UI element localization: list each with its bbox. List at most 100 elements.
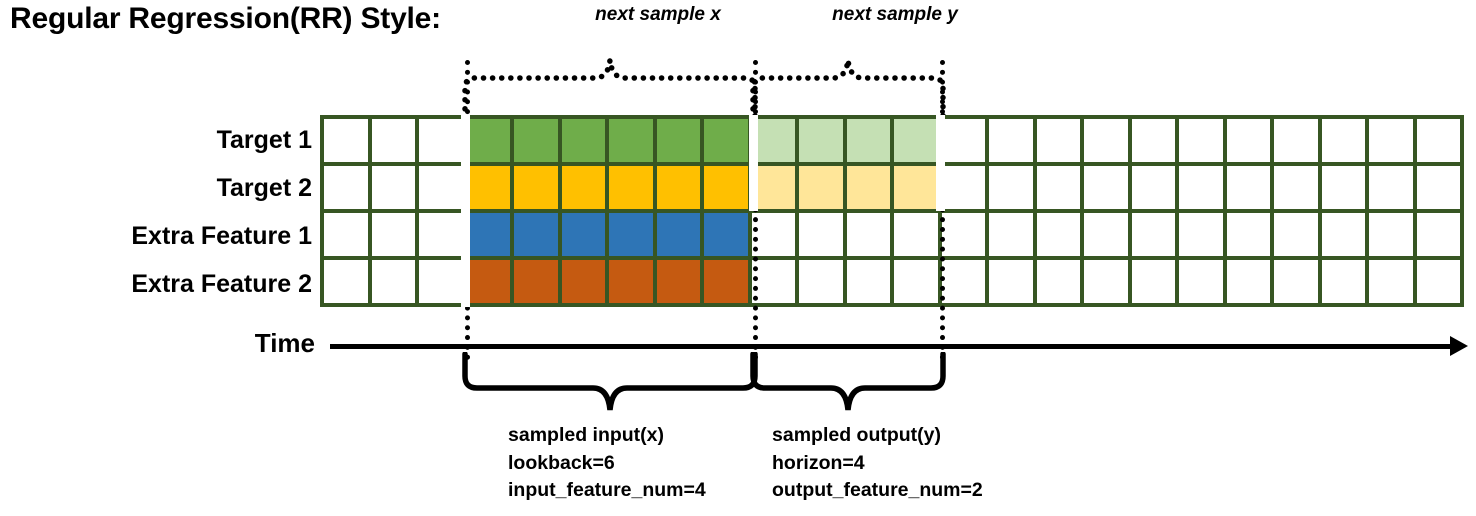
grid-cell-r4-c4 bbox=[466, 260, 510, 303]
grid-cell-r4-c15 bbox=[989, 260, 1033, 303]
sampled-input-brace bbox=[460, 352, 760, 414]
grid-cell-r1-c21 bbox=[1274, 119, 1318, 162]
grid-cell-r3-c5 bbox=[514, 213, 558, 256]
grid-cell-r2-c18 bbox=[1131, 166, 1175, 209]
grid-cell-r4-c11 bbox=[799, 260, 843, 303]
row-label-extra-feature-1: Extra Feature 1 bbox=[131, 222, 312, 250]
grid-cell-r3-c8 bbox=[656, 213, 700, 256]
grid-cell-r2-c6 bbox=[561, 166, 605, 209]
grid-cell-r1-c11 bbox=[799, 119, 843, 162]
grid-cell-r4-c18 bbox=[1131, 260, 1175, 303]
grid-cell-r4-c17 bbox=[1084, 260, 1128, 303]
grid-cell-r1-c16 bbox=[1036, 119, 1080, 162]
grid-cell-r4-c8 bbox=[656, 260, 700, 303]
grid-cell-r3-c21 bbox=[1274, 213, 1318, 256]
grid-cell-r4-c12 bbox=[846, 260, 890, 303]
time-axis-label: Time bbox=[254, 328, 315, 358]
grid-cell-r2-c14 bbox=[941, 166, 985, 209]
grid-cell-r3-c24 bbox=[1416, 213, 1460, 256]
grid-cell-r1-c10 bbox=[751, 119, 795, 162]
grid-cell-r3-c23 bbox=[1369, 213, 1413, 256]
page-title: Regular Regression(RR) Style: bbox=[10, 2, 441, 35]
grid-cell-r4-c1 bbox=[324, 260, 368, 303]
grid-cell-r3-c16 bbox=[1036, 213, 1080, 256]
grid-cell-r3-c4 bbox=[466, 213, 510, 256]
sampled-input-title: sampled input(x) bbox=[508, 424, 665, 446]
grid-cell-r3-c1 bbox=[324, 213, 368, 256]
row-label-target-1: Target 1 bbox=[216, 126, 312, 154]
grid-cell-r4-c10 bbox=[751, 260, 795, 303]
grid-cell-r1-c9 bbox=[704, 119, 748, 162]
grid-cell-r3-c2 bbox=[371, 213, 415, 256]
grid-cell-r3-c14 bbox=[941, 213, 985, 256]
grid-cell-r2-c24 bbox=[1416, 166, 1460, 209]
grid-cell-r4-c5 bbox=[514, 260, 558, 303]
grid-cell-r1-c3 bbox=[419, 119, 463, 162]
grid-cell-r2-c15 bbox=[989, 166, 1033, 209]
grid-cell-r3-c6 bbox=[561, 213, 605, 256]
grid-cell-r2-c7 bbox=[609, 166, 653, 209]
grid-cell-r2-c8 bbox=[656, 166, 700, 209]
grid-cell-r2-c12 bbox=[846, 166, 890, 209]
right-arrow-icon bbox=[1450, 336, 1468, 356]
sampled-output-title: sampled output(y) bbox=[772, 424, 941, 446]
grid-cell-r1-c12 bbox=[846, 119, 890, 162]
grid-cell-r3-c9 bbox=[704, 213, 748, 256]
grid-cell-r1-c20 bbox=[1226, 119, 1270, 162]
horizon-value: horizon=4 bbox=[772, 451, 865, 474]
grid-cell-r2-c2 bbox=[371, 166, 415, 209]
grid-cell-r3-c15 bbox=[989, 213, 1033, 256]
guide-mask-b bbox=[749, 115, 758, 211]
grid-cell-r2-c10 bbox=[751, 166, 795, 209]
grid-cell-r4-c7 bbox=[609, 260, 653, 303]
grid-cell-r1-c6 bbox=[561, 119, 605, 162]
grid-cell-r4-c9 bbox=[704, 260, 748, 303]
grid-cell-r4-c6 bbox=[561, 260, 605, 303]
grid-cell-r2-c11 bbox=[799, 166, 843, 209]
grid-cell-r1-c2 bbox=[371, 119, 415, 162]
output-feature-num-value: output_feature_num=2 bbox=[772, 479, 983, 502]
grid-cell-r3-c7 bbox=[609, 213, 653, 256]
time-axis-line bbox=[330, 344, 1460, 349]
grid-cell-r2-c19 bbox=[1179, 166, 1223, 209]
next-sample-y-label: next sample y bbox=[832, 4, 958, 25]
sampled-input-annotation: sampled input(x) lookback=6 input_featur… bbox=[508, 422, 706, 505]
grid-cell-r4-c2 bbox=[371, 260, 415, 303]
sampled-output-annotation: sampled output(y) horizon=4 output_featu… bbox=[772, 422, 983, 505]
grid-cell-r4-c24 bbox=[1416, 260, 1460, 303]
grid-cell-r4-c20 bbox=[1226, 260, 1270, 303]
grid-cell-r3-c12 bbox=[846, 213, 890, 256]
grid-cell-r1-c5 bbox=[514, 119, 558, 162]
grid-cell-r2-c16 bbox=[1036, 166, 1080, 209]
grid-cell-r2-c17 bbox=[1084, 166, 1128, 209]
lookback-value: lookback=6 bbox=[508, 451, 615, 474]
grid-cell-r3-c11 bbox=[799, 213, 843, 256]
grid-cell-r3-c13 bbox=[894, 213, 938, 256]
grid-cell-r4-c23 bbox=[1369, 260, 1413, 303]
grid-cell-r2-c21 bbox=[1274, 166, 1318, 209]
grid-cell-r1-c14 bbox=[941, 119, 985, 162]
grid-cell-r1-c13 bbox=[894, 119, 938, 162]
grid-cell-r1-c24 bbox=[1416, 119, 1460, 162]
next-sample-y-brace bbox=[748, 52, 948, 120]
grid-cell-r4-c16 bbox=[1036, 260, 1080, 303]
grid-cell-r3-c3 bbox=[419, 213, 463, 256]
grid-cell-r1-c4 bbox=[466, 119, 510, 162]
grid-cell-r3-c18 bbox=[1131, 213, 1175, 256]
grid-cell-r4-c21 bbox=[1274, 260, 1318, 303]
next-sample-x-brace bbox=[460, 52, 760, 120]
grid-cell-r1-c1 bbox=[324, 119, 368, 162]
grid-cell-r1-c8 bbox=[656, 119, 700, 162]
grid-cell-r4-c19 bbox=[1179, 260, 1223, 303]
grid-cell-r4-c3 bbox=[419, 260, 463, 303]
grid-cell-r1-c23 bbox=[1369, 119, 1413, 162]
grid-cell-r3-c20 bbox=[1226, 213, 1270, 256]
grid-cell-r2-c9 bbox=[704, 166, 748, 209]
grid-cell-r2-c5 bbox=[514, 166, 558, 209]
next-sample-x-label: next sample x bbox=[595, 4, 721, 25]
grid-cell-r2-c20 bbox=[1226, 166, 1270, 209]
row-label-target-2: Target 2 bbox=[216, 174, 312, 202]
grid-cell-r4-c14 bbox=[941, 260, 985, 303]
timeseries-grid bbox=[320, 115, 1464, 307]
